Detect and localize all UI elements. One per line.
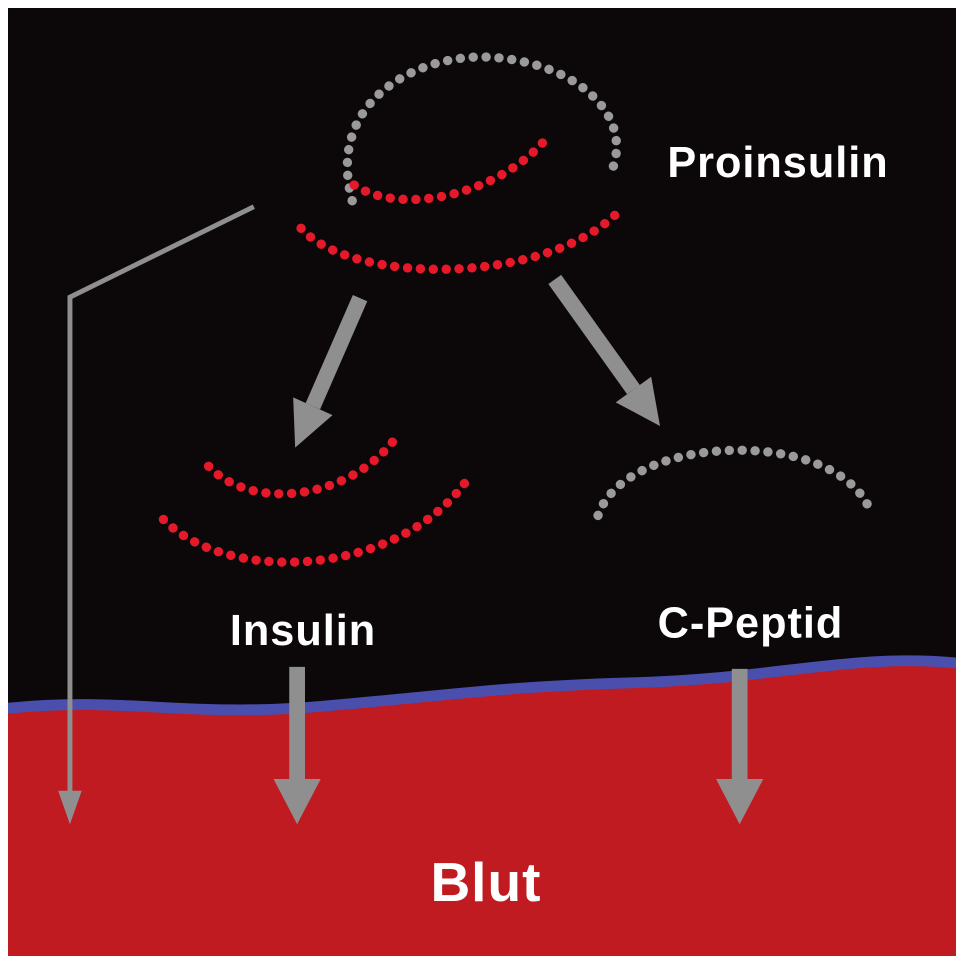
c-peptid-molecule <box>593 445 877 521</box>
arrow-insulin-to-blood-icon <box>273 666 321 825</box>
insulin-label: Insulin <box>230 607 376 655</box>
insulin-molecule <box>158 436 473 567</box>
arrow-proinsulin-to-blood-icon <box>58 204 255 825</box>
arrow-head <box>615 376 660 426</box>
arrow-head <box>293 397 333 448</box>
arrow-head <box>273 778 321 825</box>
c-peptid-label: C-Peptid <box>658 599 844 647</box>
arrow-shaft <box>305 294 368 410</box>
arrow-head <box>58 790 82 825</box>
insulin-b-chain-dots <box>158 473 473 567</box>
membrane-wave-line <box>8 655 956 716</box>
arrow-proinsulin-to-insulin-icon <box>293 294 368 448</box>
blut-label: Blut <box>430 851 541 913</box>
diagram-canvas: Proinsulin Insulin C-Peptid Blut <box>8 8 956 956</box>
proinsulin-b-chain-dots <box>296 207 623 274</box>
proinsulin-label: Proinsulin <box>667 139 888 187</box>
arrow-c-peptid-to-blood-icon <box>716 668 764 825</box>
insulin-a-chain-dots <box>203 436 399 499</box>
arrow-shaft <box>548 274 640 395</box>
arrow-shaft <box>67 204 255 793</box>
blood-region <box>8 660 956 956</box>
arrow-proinsulin-to-c-peptid-icon <box>548 274 660 426</box>
arrow-head <box>716 778 764 825</box>
c-peptid-chain-dots <box>593 445 877 521</box>
proinsulin-a-chain-dots <box>349 133 552 205</box>
proinsulin-molecule <box>296 52 623 274</box>
proinsulin-c-peptide-segment-dots <box>342 52 622 206</box>
